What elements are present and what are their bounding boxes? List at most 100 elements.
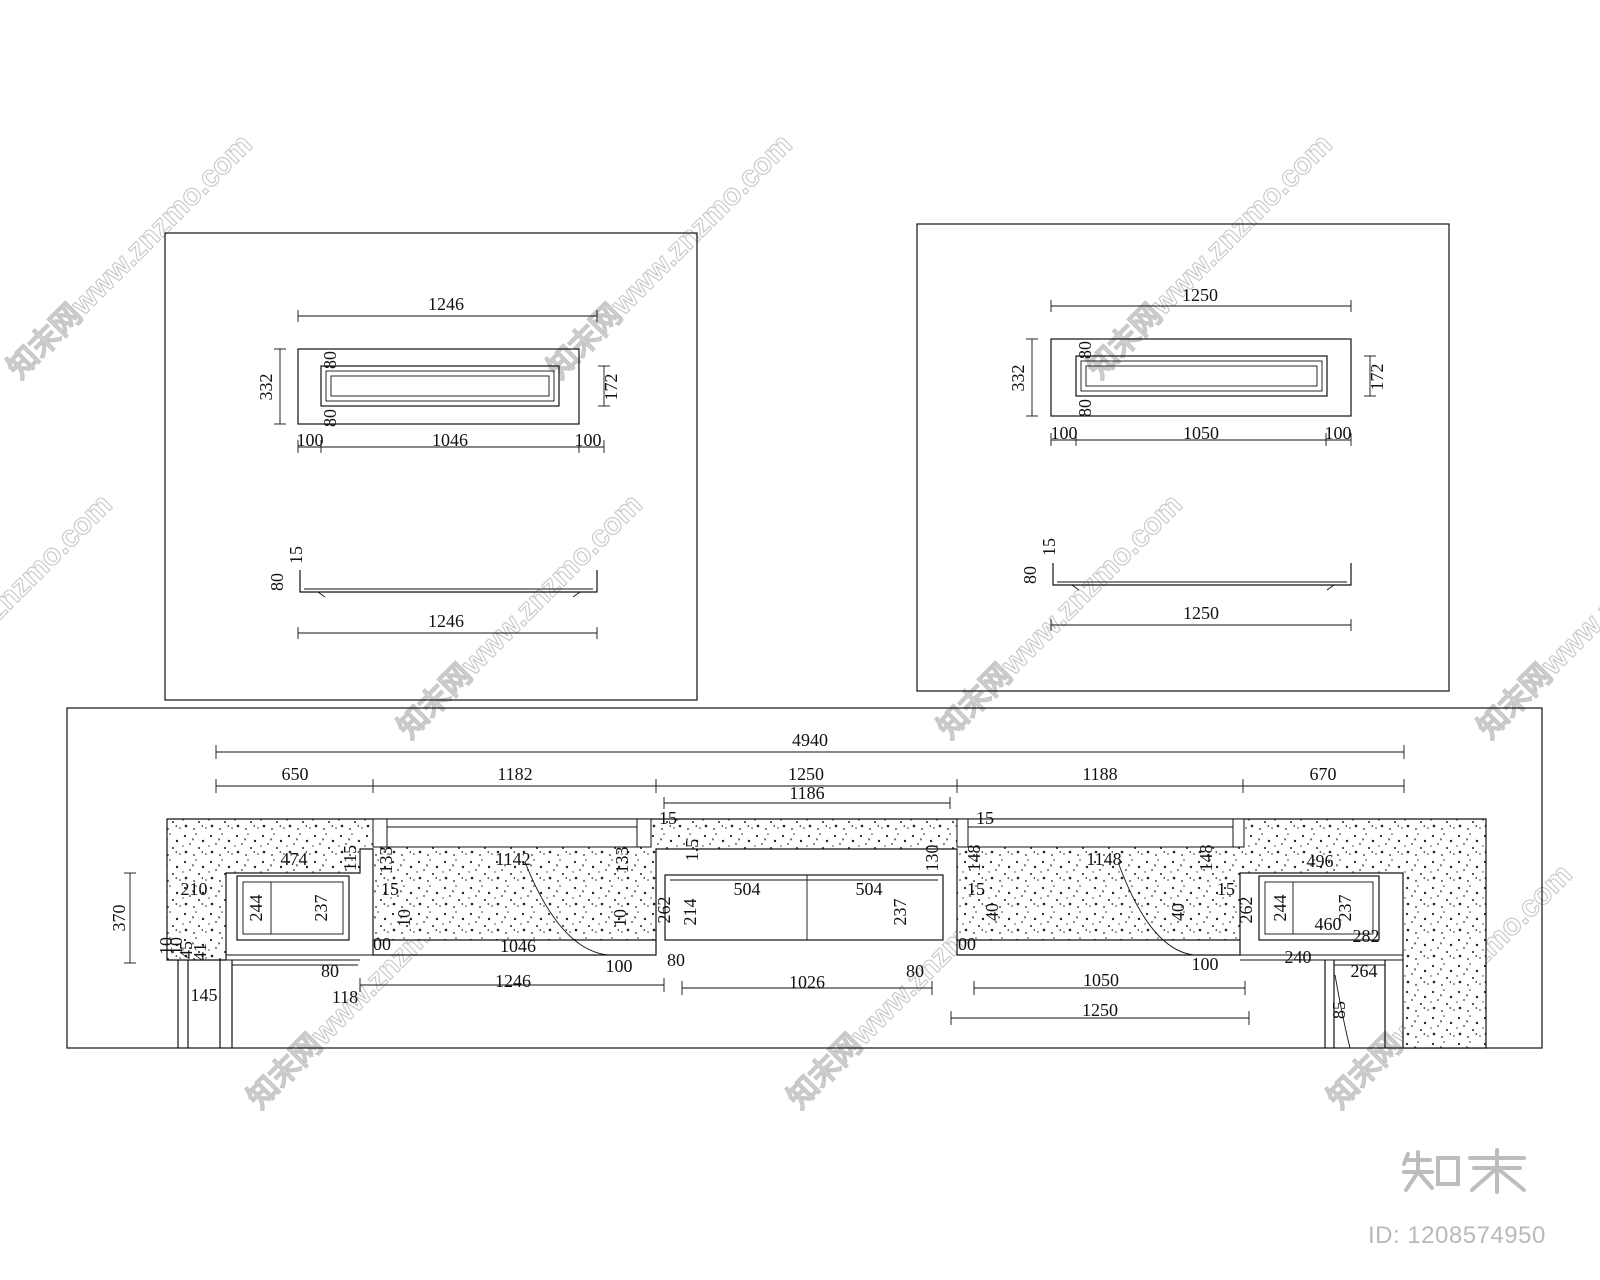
dim-section-lip: 15 [1039, 538, 1059, 556]
dim-side-left: 100 [297, 430, 324, 450]
plan-inner-panel-2 [1085, 365, 1318, 387]
label: 240 [1285, 947, 1312, 967]
label: 15 [976, 808, 994, 828]
label: 504 [734, 879, 761, 899]
dim-height: 332 [256, 374, 276, 401]
label: 282 [1353, 926, 1380, 946]
dim-section-height: 80 [1020, 566, 1040, 584]
dim-rail-top: 80 [1075, 341, 1095, 359]
section-profile [1052, 563, 1352, 586]
dim-segment: 670 [1310, 764, 1337, 784]
label: 148 [1196, 845, 1216, 872]
dim-overall: 4940 [792, 730, 828, 750]
label: 130 [922, 845, 942, 872]
label: 80 [906, 961, 924, 981]
dim-inner-width: 1050 [1183, 423, 1219, 443]
label: 15 [1217, 879, 1235, 899]
dim-side-left: 100 [1051, 423, 1078, 443]
dim-segment: 650 [282, 764, 309, 784]
dim-top-width: 1246 [428, 294, 464, 314]
brand-id: ID: 1208574950 [1368, 1222, 1546, 1249]
watermark: 知末网www.znzmo.com [1472, 488, 1600, 745]
label: 1148 [1086, 849, 1121, 869]
plan-outline [297, 348, 580, 425]
label: 1142 [495, 849, 530, 869]
label: 1050 [1083, 970, 1119, 990]
dim-segment: 1188 [1082, 764, 1117, 784]
plan-inner-panel [325, 370, 555, 402]
label: 237 [1335, 895, 1355, 922]
label: 15 [967, 879, 985, 899]
label: 496 [1307, 851, 1334, 871]
dim-height: 332 [1008, 365, 1028, 392]
label: 45 [176, 941, 196, 959]
dim-rail-top: 80 [320, 351, 340, 369]
label: 00 [373, 934, 391, 954]
label: 10 [394, 909, 414, 927]
label: 115 [340, 845, 360, 871]
dim-section-height: 80 [267, 573, 287, 591]
label: 1026 [789, 972, 825, 992]
dim-center-sub: 1186 [789, 783, 824, 803]
label: 10 [166, 937, 186, 955]
plan-inner-panel [1080, 360, 1323, 392]
label: 118 [332, 987, 358, 1007]
panel-frame [916, 223, 1450, 692]
plan-inner-frame [1075, 355, 1328, 397]
plan-inner-panel-2 [330, 375, 550, 397]
label: 244 [1270, 895, 1290, 922]
label: 40 [982, 903, 1002, 921]
watermark: 知末网www.znzmo.com [1082, 128, 1339, 385]
dim-inner-width: 1046 [432, 430, 468, 450]
label: 210 [181, 879, 208, 899]
dim-side-right: 100 [575, 430, 602, 450]
label: 1.5 [682, 839, 702, 862]
label: 262 [1236, 897, 1256, 924]
label: 460 [1315, 914, 1342, 934]
label: 370 [109, 905, 129, 932]
label: 80 [667, 950, 685, 970]
elevation-panel: 4940 650 1182 1250 1188 670 1186 [66, 707, 1543, 1049]
label: 15 [659, 808, 677, 828]
label: 85 [1329, 1001, 1349, 1019]
concrete-section [166, 818, 1487, 1049]
label: 244 [246, 895, 266, 922]
dim-section-lip: 15 [286, 546, 306, 564]
label: 237 [311, 895, 331, 922]
panel-frame [164, 232, 698, 701]
label: 133 [376, 847, 396, 874]
label: 10 [610, 909, 630, 927]
dim-rail-bottom: 80 [320, 409, 340, 427]
dim-section-width: 1246 [428, 611, 464, 631]
label: 80 [321, 961, 339, 981]
watermark: 知末网www.znzmo.com [932, 488, 1189, 745]
label: 214 [680, 899, 700, 926]
plan-outline [1050, 338, 1352, 417]
label: 10 [156, 937, 176, 955]
label: 504 [856, 879, 883, 899]
watermark: 知末网www.znzmo.com [0, 488, 119, 745]
panel-frame [66, 707, 1543, 1049]
dim-side-right: 100 [1325, 423, 1352, 443]
label: 237 [890, 899, 910, 926]
dim-segment: 1250 [788, 764, 824, 784]
label: 100 [1192, 954, 1219, 974]
right-detail-panel: 1250 332 80 80 172 100 1050 100 15 80 12… [916, 223, 1450, 692]
dim-top-width: 1250 [1182, 285, 1218, 305]
left-detail-panel: 1246 332 80 80 172 100 1046 100 15 80 12… [164, 232, 698, 701]
label: 100 [606, 956, 633, 976]
label: 41 [190, 943, 210, 961]
label: 00 [958, 934, 976, 954]
section-profile [299, 570, 598, 593]
dim-inner-height: 172 [601, 374, 621, 401]
label: 148 [964, 845, 984, 872]
dim-rail-bottom: 80 [1075, 399, 1095, 417]
label: 15 [381, 879, 399, 899]
label: 1246 [495, 971, 531, 991]
label: 1250 [1082, 1000, 1118, 1020]
label: 262 [654, 897, 674, 924]
dim-inner-height: 172 [1367, 364, 1387, 391]
dim-section-width: 1250 [1183, 603, 1219, 623]
label: 145 [191, 985, 218, 1005]
